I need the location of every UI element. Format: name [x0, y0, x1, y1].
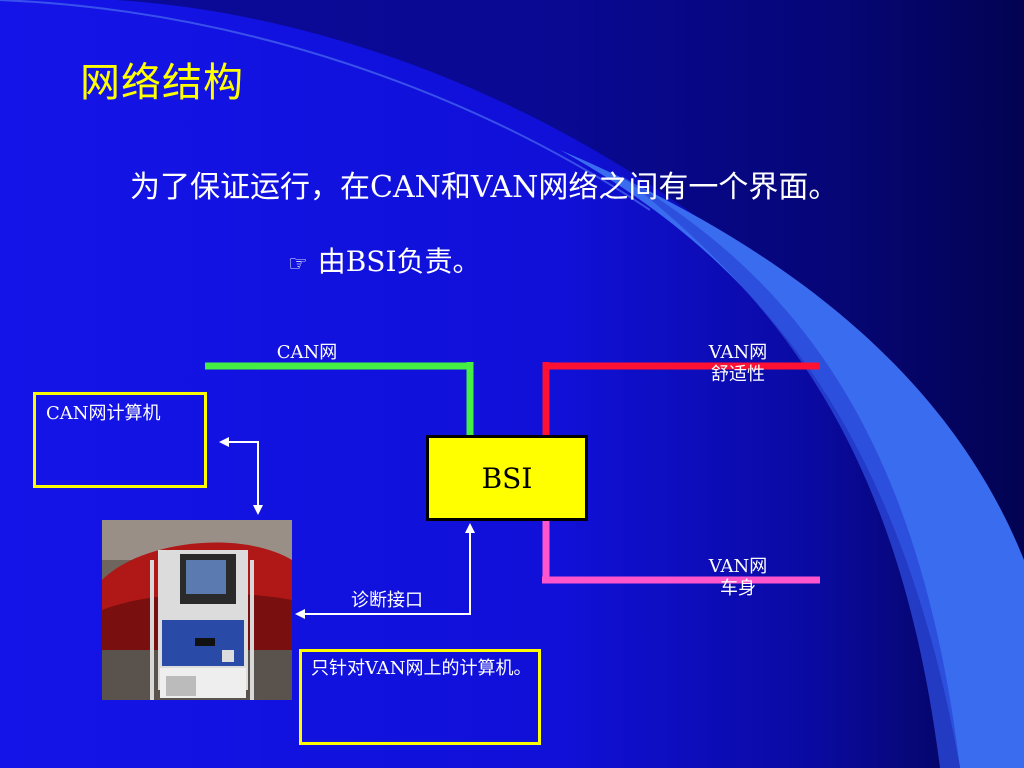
diagnostic-port-label: 诊断接口 [351, 590, 423, 611]
computer-link-arrow [219, 437, 263, 515]
pointing-hand-icon: ☞ [288, 252, 308, 277]
diagnostic-station-image [102, 520, 292, 700]
van-only-note-box: 只针对VAN网上的计算机。 [299, 649, 541, 745]
van-body-label: VAN网 车身 [696, 556, 780, 600]
van-comfort-line [542, 362, 820, 437]
bsi-box: BSI [426, 435, 588, 521]
slide-title: 网络结构 [80, 60, 244, 106]
intro-text: 为了保证运行，在CAN和VAN网络之间有一个界面。 [130, 170, 839, 205]
bullet-text: 由BSI负责。 [317, 245, 481, 278]
van-comfort-label-line1: VAN网 [708, 342, 768, 363]
van-comfort-label-line2: 舒适性 [711, 364, 765, 385]
van-only-note: 只针对VAN网上的计算机。 [311, 658, 532, 679]
bsi-label: BSI [481, 461, 533, 495]
van-body-label-line2: 车身 [720, 578, 756, 599]
bullet-line: ☞ 由BSI负责。 [288, 240, 481, 280]
van-comfort-label: VAN网 舒适性 [696, 342, 780, 386]
can-computer-box: CAN网计算机 [33, 392, 207, 488]
van-body-line [542, 519, 820, 584]
van-body-label-line1: VAN网 [708, 556, 768, 577]
diagnostic-station-photo [102, 520, 292, 700]
can-network-line [205, 362, 474, 437]
diagnostic-port-arrow [295, 523, 475, 619]
can-network-label: CAN网 [276, 342, 338, 363]
can-computer-label: CAN网计算机 [46, 403, 161, 424]
